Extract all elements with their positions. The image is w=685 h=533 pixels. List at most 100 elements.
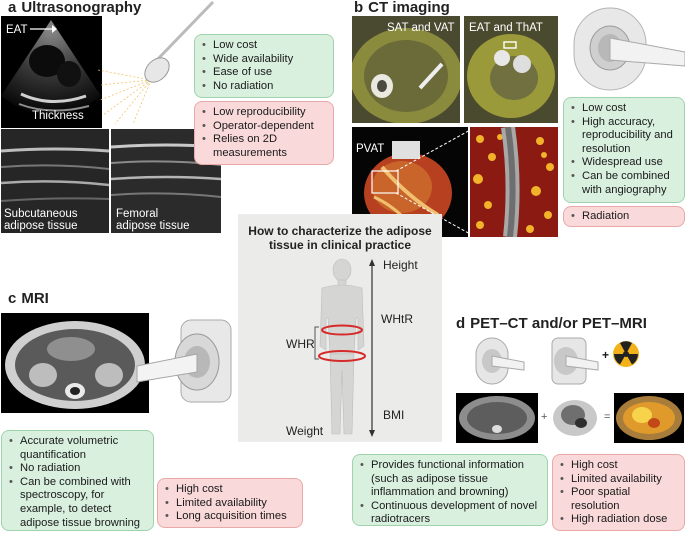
waist-hip-rings: [318, 324, 366, 362]
plus-sign-2: +: [541, 411, 548, 423]
list-item: Accurate volumetric quantification: [8, 435, 147, 462]
label-eat: EAT: [6, 24, 28, 36]
panel-title-text: CT imaging: [368, 0, 450, 16]
list-item: High radiation dose: [559, 513, 678, 527]
zoom-lines: [396, 128, 473, 236]
center-title: How to characterize the adipose tissue i…: [238, 224, 442, 252]
pet-ct-scanner-icon: [475, 337, 525, 385]
panel-letter: b: [354, 0, 364, 16]
list-item: Long acquisition times: [164, 510, 296, 524]
ultrasonography-cons-box: Low reproducibilityOperator-dependentRel…: [194, 101, 334, 165]
pet-graphic: [549, 393, 601, 443]
label-pvat: PVAT: [356, 143, 385, 155]
label-height: Height: [383, 258, 418, 272]
cons-list: High costLimited availabilityPoor spatia…: [559, 459, 678, 527]
ultrasonography-pros-box: Low costWide availabilityEase of useNo r…: [194, 34, 334, 98]
pet-image: [549, 393, 601, 443]
list-item: No radiation: [8, 462, 147, 476]
list-item: Low cost: [570, 102, 678, 116]
list-item: Continuous development of novel radiotra…: [359, 500, 541, 527]
list-item: Poor spatial resolution: [559, 486, 678, 513]
pros-list: Accurate volumetric quantificationNo rad…: [8, 435, 147, 530]
list-item: Limited availability: [164, 497, 296, 511]
pvat-vessel-image: [470, 127, 558, 237]
panel-title-text: PET–CT and/or PET–MRI: [470, 315, 647, 332]
panel-letter: a: [8, 0, 17, 16]
center-title-text: How to characterize the adipose tissue i…: [248, 224, 432, 252]
list-item: Provides functional information (such as…: [359, 459, 541, 500]
ct-sat-vat-graphic: [352, 16, 460, 123]
ct-scanner-icon: [573, 7, 685, 91]
subcutaneous-ultrasound-image: [1, 129, 109, 233]
pet-pros-box: Provides functional information (such as…: [352, 454, 548, 526]
pvat-vessel-graphic: [470, 127, 558, 237]
label-sat-vat: SAT and VAT: [387, 22, 455, 34]
ct-eat-that-graphic: [464, 16, 558, 123]
pet-mri-scanner-icon: [551, 337, 599, 385]
center-panel: How to characterize the adipose tissue i…: [238, 214, 442, 442]
list-item: High cost: [164, 483, 296, 497]
label-femoral: Femoral adipose tissue: [116, 208, 190, 232]
mri-axial-graphic: [1, 313, 149, 413]
list-item: Widespread use: [570, 156, 678, 170]
radiation-symbol-icon: [613, 341, 639, 367]
list-item: No radiation: [201, 80, 327, 94]
ct-abdomen-graphic: [456, 393, 538, 443]
pet-cons-box: High costLimited availabilityPoor spatia…: [552, 454, 685, 531]
pros-list: Provides functional information (such as…: [359, 459, 541, 527]
ct-abdomen-image: [456, 393, 538, 443]
label-whr: WHR: [286, 337, 315, 351]
label-bmi: BMI: [383, 408, 405, 422]
ct-pros-box: Low costHigh accuracy, reproducibility a…: [563, 97, 685, 203]
label-weight: Weight: [286, 424, 324, 438]
ct-cons-box: Radiation: [563, 206, 685, 227]
panel-letter: c: [8, 290, 17, 307]
label-subcutaneous: Subcutaneous adipose tissue: [4, 208, 78, 232]
list-item: Low reproducibility: [201, 106, 327, 120]
eat-arrow: [30, 25, 57, 33]
mri-pros-box: Accurate volumetric quantificationNo rad…: [1, 430, 154, 531]
whr-bracket: [314, 326, 319, 360]
label-femoral-text: Femoral adipose tissue: [116, 208, 190, 232]
list-item: Ease of use: [201, 66, 327, 80]
list-item: Limited availability: [559, 473, 678, 487]
equals-sign: =: [604, 411, 611, 423]
list-item: Wide availability: [201, 53, 327, 67]
list-item: Operator-dependent: [201, 120, 327, 134]
pet-ct-fusion-graphic: [614, 393, 684, 443]
body-figure: [319, 258, 365, 435]
pros-list: Low costHigh accuracy, reproducibility a…: [570, 102, 678, 197]
ct-sat-vat-image: [352, 16, 460, 123]
panel-title-text: MRI: [21, 290, 49, 307]
cons-list: High costLimited availabilityLong acquis…: [164, 483, 296, 524]
echo-scan-graphic: [1, 20, 101, 115]
list-item: High accuracy, reproducibility and resol…: [570, 116, 678, 157]
panel-letter: d: [456, 315, 466, 332]
label-subcutaneous-text: Subcutaneous adipose tissue: [4, 208, 78, 232]
mri-scanner-icon: [136, 319, 232, 403]
mri-axial-image: [1, 313, 149, 413]
pros-list: Low costWide availabilityEase of useNo r…: [201, 39, 327, 93]
list-item: Low cost: [201, 39, 327, 53]
plus-sign-1: +: [602, 348, 610, 362]
label-thickness: Thickness: [32, 110, 84, 122]
cons-list: Radiation: [570, 210, 678, 224]
mri-cons-box: High costLimited availabilityLong acquis…: [157, 478, 303, 528]
list-item: Can be combined with spectroscopy, for e…: [8, 476, 147, 530]
ultrasound-probe-icon: [97, 0, 215, 125]
label-whtr: WHtR: [381, 312, 413, 326]
list-item: High cost: [559, 459, 678, 473]
subcutaneous-scan-graphic: [1, 129, 109, 233]
list-item: Relies on 2D measurements: [201, 133, 327, 160]
label-eat-that: EAT and ThAT: [469, 22, 543, 34]
echocardiography-image: [1, 16, 102, 128]
pet-ct-fusion-image: [614, 393, 684, 443]
height-weight-arrow: [369, 259, 375, 437]
ct-eat-that-image: [464, 16, 558, 123]
panel-title-text: Ultrasonography: [21, 0, 142, 16]
list-item: Can be combined with angiography: [570, 170, 678, 197]
